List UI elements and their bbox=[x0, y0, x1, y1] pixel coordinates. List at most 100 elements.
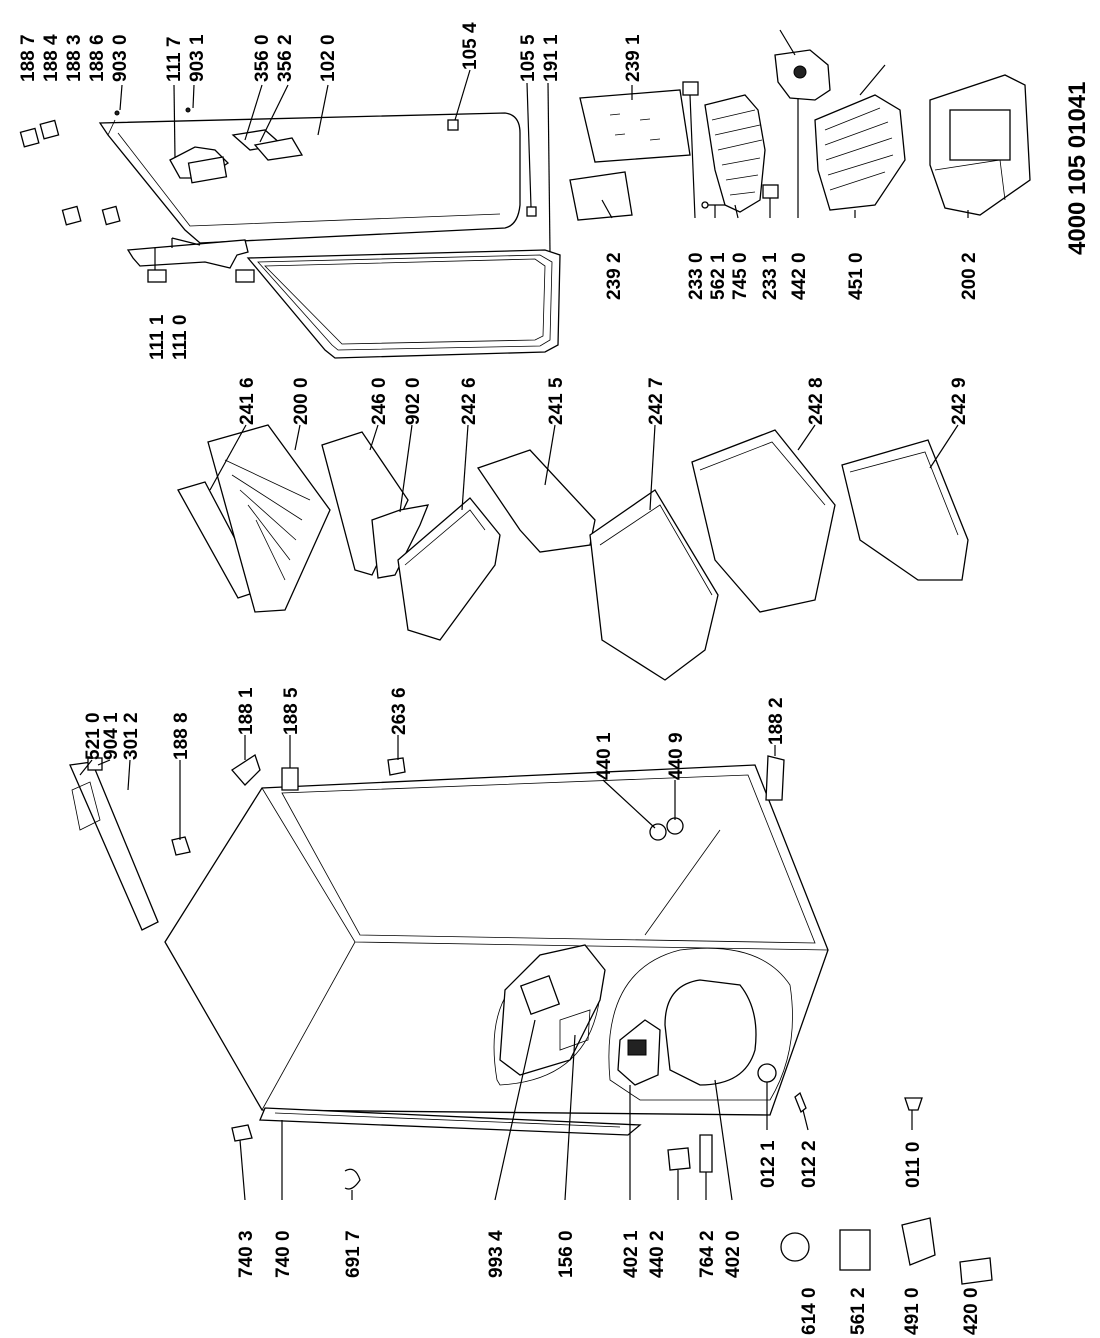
label-562-1: 562 1 bbox=[708, 252, 729, 300]
part-188-3 bbox=[61, 205, 82, 226]
label-402-0: 402 0 bbox=[723, 1230, 744, 1278]
door-panel bbox=[98, 112, 521, 244]
condenser-coil-451-0 bbox=[814, 94, 906, 211]
label-188-4: 188 4 bbox=[41, 34, 62, 82]
door-assembly bbox=[19, 107, 561, 359]
sensor-233-1 bbox=[762, 184, 779, 199]
label-012-2: 012 2 bbox=[799, 1140, 820, 1188]
overload-491-0 bbox=[901, 1217, 936, 1266]
part-188-7 bbox=[19, 127, 40, 148]
document-number: 4000 105 01041 bbox=[1064, 81, 1091, 255]
label-242-8: 242 8 bbox=[806, 377, 827, 425]
pin-012-2 bbox=[794, 1091, 807, 1114]
label-402-1: 402 1 bbox=[621, 1230, 642, 1278]
part-labels: 188 7 188 4 188 3 188 6 903 0 111 7 903 … bbox=[18, 22, 982, 1335]
label-242-7: 242 7 bbox=[646, 377, 667, 425]
label-903-1: 903 1 bbox=[187, 34, 208, 82]
label-356-2: 356 2 bbox=[275, 34, 296, 82]
screw-011-0 bbox=[904, 1097, 923, 1111]
label-233-1: 233 1 bbox=[760, 252, 781, 300]
label-105-4: 105 4 bbox=[460, 22, 481, 70]
door-handle-part-356-2 bbox=[253, 137, 304, 161]
label-111-0: 111 0 bbox=[170, 315, 191, 360]
label-246-0: 246 0 bbox=[369, 377, 390, 425]
door-gasket bbox=[246, 249, 561, 359]
label-993-4: 993 4 bbox=[486, 1230, 507, 1278]
label-105-5: 105 5 bbox=[518, 34, 539, 82]
label-451-0: 451 0 bbox=[846, 252, 867, 300]
cover-plate-239-1 bbox=[579, 89, 691, 163]
label-200-2: 200 2 bbox=[959, 252, 980, 300]
cap-740-3 bbox=[231, 1124, 253, 1142]
drawer-242-8 bbox=[691, 429, 836, 613]
door-bracket-111-0 bbox=[126, 239, 249, 269]
label-188-6: 188 6 bbox=[87, 34, 108, 82]
relay-561-2 bbox=[839, 1229, 871, 1271]
label-239-2: 239 2 bbox=[604, 252, 625, 300]
label-012-1: 012 1 bbox=[758, 1140, 779, 1188]
label-239-1: 239 1 bbox=[623, 34, 644, 82]
pin-188-5 bbox=[281, 767, 299, 791]
control-panel-301-2 bbox=[69, 761, 159, 931]
plug-440-9 bbox=[666, 817, 684, 835]
label-904-1: 904 1 bbox=[101, 712, 122, 760]
part-188-8 bbox=[171, 836, 191, 856]
label-440-9: 440 9 bbox=[666, 732, 687, 780]
label-188-1: 188 1 bbox=[236, 687, 257, 735]
label-011-0: 011 0 bbox=[903, 1142, 924, 1189]
cooling-parts bbox=[569, 29, 1031, 221]
label-903-0: 903 0 bbox=[110, 34, 131, 82]
crisper-242-6 bbox=[397, 497, 501, 641]
label-301-2: 301 2 bbox=[121, 712, 142, 760]
label-420-0: 420 0 bbox=[961, 1287, 982, 1335]
shelf-200-0 bbox=[207, 424, 331, 613]
door-clip-105-5 bbox=[526, 206, 537, 217]
label-156-0: 156 0 bbox=[556, 1230, 577, 1278]
label-188-2: 188 2 bbox=[766, 697, 787, 745]
label-440-1: 440 1 bbox=[594, 732, 615, 780]
label-764-2: 764 2 bbox=[697, 1230, 718, 1278]
sensor-233-0 bbox=[682, 81, 699, 96]
door-clip-105-4 bbox=[447, 119, 459, 131]
label-521-0: 521 0 bbox=[83, 712, 104, 760]
label-241-5: 241 5 bbox=[546, 377, 567, 425]
part-188-4 bbox=[39, 119, 60, 140]
label-614-0: 614 0 bbox=[799, 1287, 820, 1335]
dryer-440-2 bbox=[667, 1147, 691, 1171]
plug-440-1 bbox=[649, 823, 667, 841]
bolt-263-6 bbox=[387, 757, 406, 776]
label-188-3: 188 3 bbox=[64, 34, 85, 82]
label-745-0: 745 0 bbox=[730, 252, 751, 300]
label-102-0: 102 0 bbox=[318, 34, 339, 82]
label-188-5: 188 5 bbox=[281, 687, 302, 735]
control-panel-521-0 bbox=[71, 781, 101, 831]
cabinet-assembly bbox=[69, 753, 993, 1285]
label-561-2: 561 2 bbox=[848, 1287, 869, 1335]
label-440-2: 440 2 bbox=[647, 1230, 668, 1278]
clip-691-7 bbox=[344, 1168, 361, 1190]
cover-plate-239-2 bbox=[569, 171, 633, 221]
thermostat-614-0 bbox=[780, 1232, 810, 1262]
label-111-7: 111 7 bbox=[164, 37, 185, 82]
label-188-8: 188 8 bbox=[171, 712, 192, 760]
compressor-402-0 bbox=[664, 979, 757, 1086]
label-356-0: 356 0 bbox=[252, 34, 273, 82]
part-188-6 bbox=[101, 205, 121, 226]
label-902-0: 902 0 bbox=[403, 377, 424, 425]
leader-lines bbox=[79, 69, 969, 1201]
label-691-7: 691 7 bbox=[343, 1230, 364, 1278]
evaporator-grid-745-0 bbox=[704, 94, 766, 213]
label-740-0: 740 0 bbox=[273, 1230, 294, 1278]
label-188-7: 188 7 bbox=[18, 34, 39, 82]
drawer-242-9 bbox=[841, 439, 969, 581]
electronics-box-993-4 bbox=[499, 944, 606, 1076]
label-111-1: 111 1 bbox=[147, 314, 168, 360]
label-263-6: 263 6 bbox=[389, 687, 410, 735]
label-191-1: 191 1 bbox=[541, 34, 562, 82]
filter-764-2 bbox=[699, 1134, 713, 1173]
door-bracket-111-1 bbox=[147, 269, 167, 283]
label-740-3: 740 3 bbox=[236, 1230, 257, 1278]
hinge-188-2 bbox=[765, 755, 785, 801]
drawer-242-7 bbox=[589, 489, 719, 681]
